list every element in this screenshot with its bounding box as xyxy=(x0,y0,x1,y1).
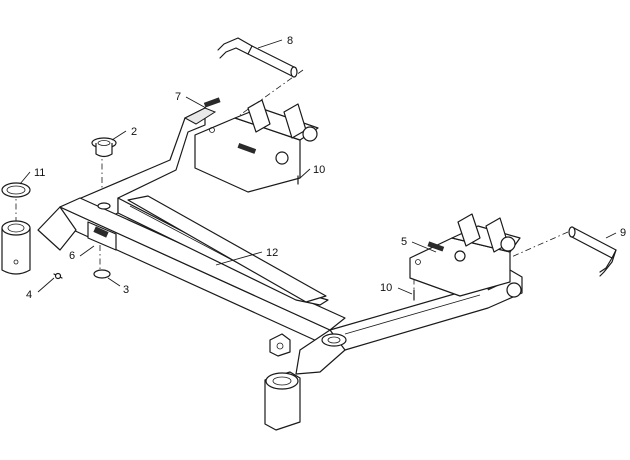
bushing-ring xyxy=(1,182,31,198)
callout-9: 9 xyxy=(620,227,626,239)
callout-11: 11 xyxy=(34,167,45,179)
callout-10-upper: 10 xyxy=(313,164,325,176)
callout-4: 4 xyxy=(26,289,32,301)
callout-5: 5 xyxy=(401,236,407,248)
callout-12: 12 xyxy=(266,247,278,259)
retaining-ring xyxy=(93,269,111,279)
callout-8: 8 xyxy=(287,35,293,47)
callout-labels: 2 3 4 5 6 7 8 9 10 10 11 12 xyxy=(26,35,626,301)
flange-bushing xyxy=(91,137,117,158)
callout-3: 3 xyxy=(123,284,129,296)
leader-lines xyxy=(19,39,617,295)
callout-7: 7 xyxy=(175,91,181,103)
grease-fitting xyxy=(53,272,63,280)
hitch-pin-left xyxy=(217,37,298,78)
rear-left-hitch-bracket xyxy=(194,97,319,193)
brace-strip xyxy=(127,195,327,303)
rear-right-hitch-bracket xyxy=(409,213,522,298)
hitch-pin-right xyxy=(568,226,617,277)
callout-10-lower: 10 xyxy=(380,282,392,294)
callout-6: 6 xyxy=(69,250,75,262)
callout-2: 2 xyxy=(131,126,137,138)
pivot-sleeve xyxy=(1,220,31,275)
